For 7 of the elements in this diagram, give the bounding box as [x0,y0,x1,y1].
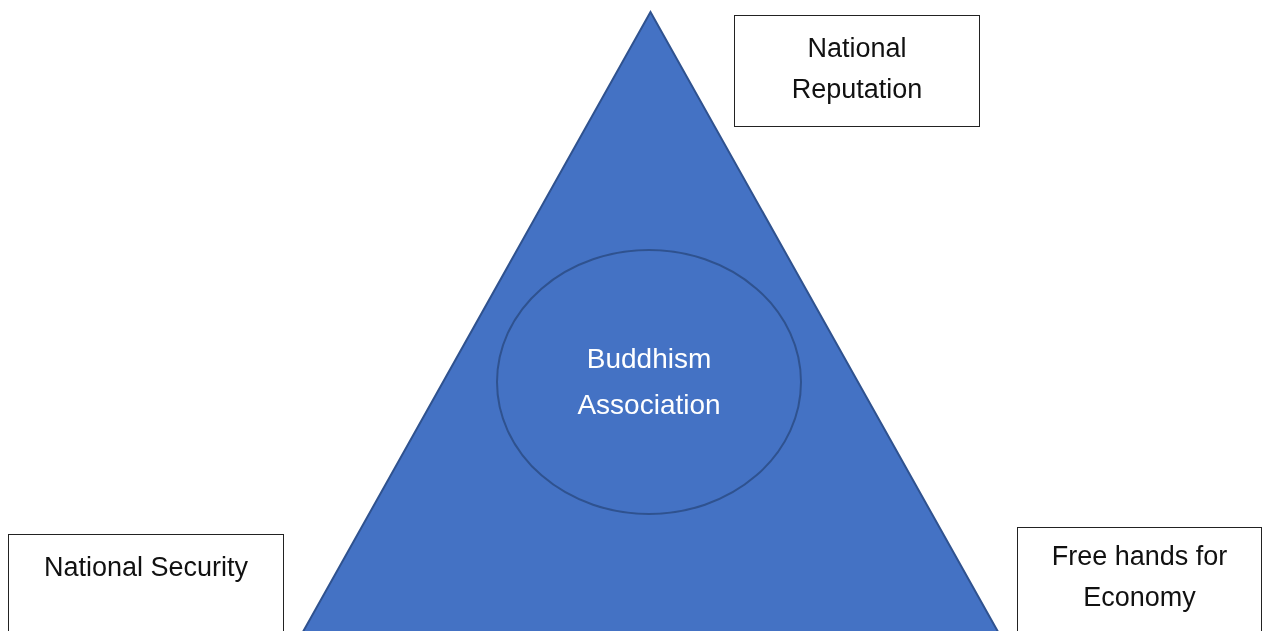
box-label: National Reputation [790,32,924,106]
box-label: Free hands for Economy [1050,540,1229,614]
ellipse-label: Buddhism Association [576,342,722,422]
text-box [1017,527,1262,631]
box-label: National Security [42,551,250,584]
text-box [734,15,980,127]
text-box [8,534,284,631]
